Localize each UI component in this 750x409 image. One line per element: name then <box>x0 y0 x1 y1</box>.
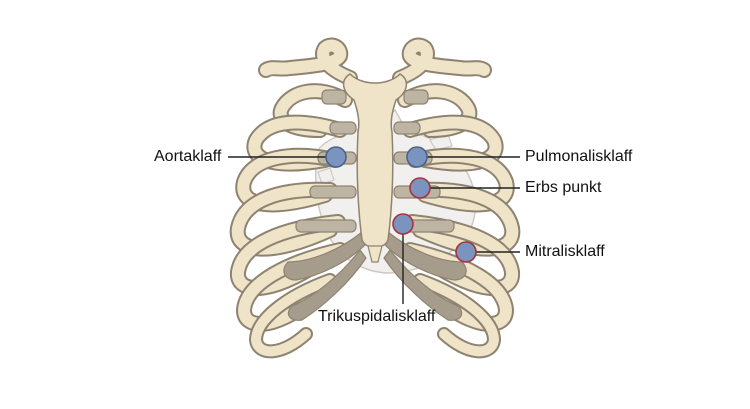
mitral-marker-icon <box>455 241 477 263</box>
leader-lines <box>228 156 520 304</box>
label-aortic: Aortaklaff <box>154 148 222 165</box>
label-erb: Erbs punkt <box>525 179 602 196</box>
erb-marker-icon <box>409 177 431 199</box>
label-mitral: Mitralisklaff <box>525 243 605 260</box>
sternum <box>342 73 408 263</box>
pulmonic-marker-icon <box>406 146 428 168</box>
clavicles <box>258 37 492 86</box>
ribs-left <box>229 83 353 359</box>
label-pulmonic: Pulmonalisklaff <box>525 148 633 165</box>
aortic-marker-icon <box>325 146 347 168</box>
label-tricuspid: Trikuspidalisklaff <box>318 308 436 325</box>
markers <box>325 146 477 263</box>
tricuspid-marker-icon <box>392 213 414 235</box>
